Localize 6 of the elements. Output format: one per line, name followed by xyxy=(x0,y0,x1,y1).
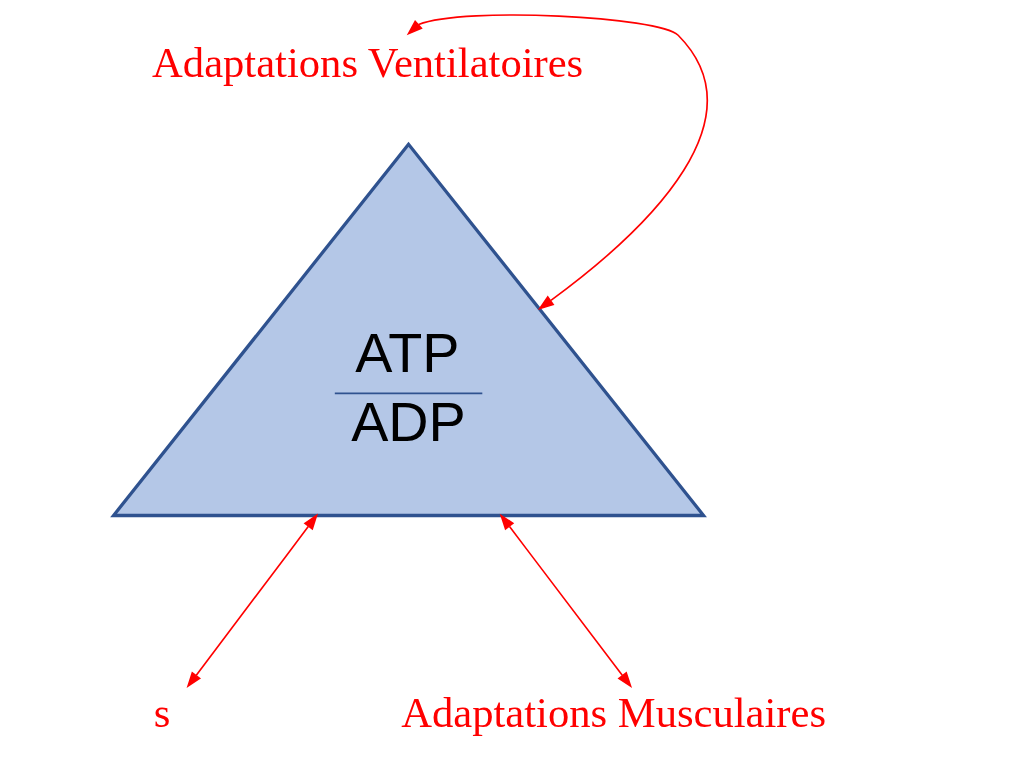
arrow xyxy=(186,513,318,689)
node-text: s xyxy=(153,689,171,737)
node-text: Adaptations Musculaires xyxy=(401,689,827,737)
node-text: Adaptations Ventilatoires xyxy=(152,38,584,86)
arrow xyxy=(406,14,709,310)
arrow xyxy=(499,513,633,689)
